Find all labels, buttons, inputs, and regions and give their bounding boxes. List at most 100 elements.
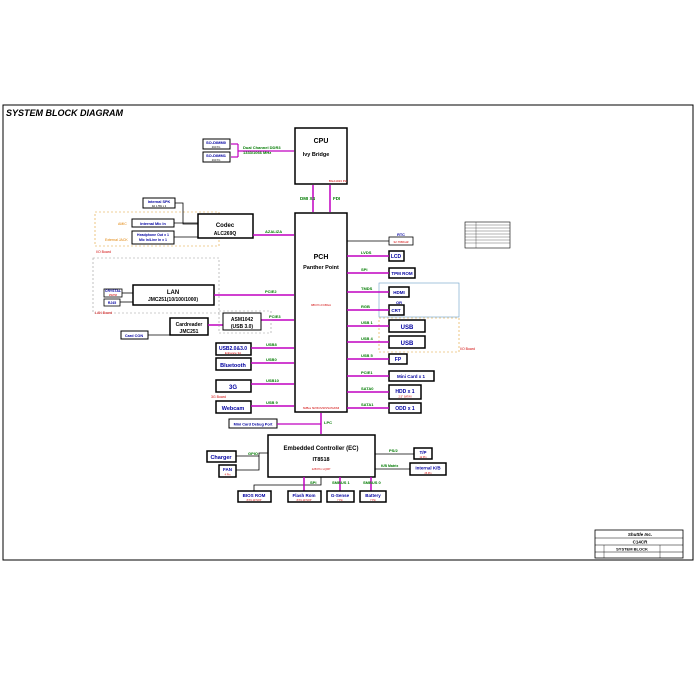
cardreader-block: Cardreader JMC251: [169, 317, 209, 336]
sheet-name: SYSTEM BLOCK: [616, 547, 648, 552]
kb-pin: 26 Pin: [424, 472, 432, 475]
hdd-spec: 2.5" SATAII: [398, 395, 411, 399]
tpm-label: TPM ROM: [391, 271, 412, 276]
fan-pin: 4 Pin: [225, 474, 231, 477]
rgb-label: RGB: [361, 304, 370, 309]
cardreader-name: Cardreader: [176, 322, 203, 328]
usb-combo-name: USB2.0&3.0: [219, 346, 247, 352]
cpu-name: CPU: [314, 138, 329, 145]
minicard-label: Mini Card x 1: [397, 374, 426, 379]
sodimm0-label: SO-DIMM0: [206, 140, 227, 145]
usb-combo-block: USB2.0&3.0: [215, 342, 252, 356]
lan-model: JMC251(10/100/1000): [148, 297, 198, 303]
webcam-label: Webcam: [222, 406, 245, 412]
revision-table: [464, 221, 511, 249]
debug-port-block: Mini Card Debug Port: [228, 418, 278, 429]
bios-spec: 8 Pin W-SOP: [247, 499, 262, 502]
bluetooth-label: Bluetooth: [220, 363, 246, 369]
usb8-label: USB8: [266, 342, 277, 347]
crt-label: CRT: [391, 308, 400, 313]
minicard-block: Mini Card x 1: [388, 370, 435, 382]
tp-pin: 12 Pin: [419, 456, 427, 459]
usb9-label: USB 9: [266, 400, 279, 405]
fp-label: FP: [395, 357, 402, 363]
amic-label: AMIC: [118, 222, 127, 226]
cpu-pins: BGA1023 Pin: [329, 179, 348, 183]
fan-label: FAN: [223, 467, 232, 472]
gsense-label: G-Sense: [331, 493, 350, 498]
gpio-label: GPIO: [248, 451, 258, 456]
ps2-label: PS/2: [389, 448, 398, 453]
gpio-line: [236, 452, 268, 457]
external-jack-label: External JACK: [105, 238, 128, 242]
cpu-model: Ivy Bridge: [303, 152, 330, 158]
fan-line: [236, 456, 260, 471]
3g-board-label: 3G Board: [211, 395, 226, 399]
ddr3-bus-lines: [231, 143, 294, 158]
asm-outline: [218, 310, 272, 334]
asm1042-block: ASM1042 (USB 3.0): [222, 312, 262, 331]
io-board-label-right: I/O Board: [460, 347, 475, 351]
fan-block: FAN 4 Pin: [218, 464, 237, 478]
rtc-freq: 32.768KHZ: [393, 240, 408, 244]
rj45-label: RJ45: [108, 301, 116, 305]
title-block: Shuttle Inc. C14CR SYSTEM BLOCK: [594, 529, 684, 559]
kb-label: Internal K/B: [415, 466, 441, 471]
debug-port-label: Mini Card Debug Port: [234, 423, 274, 427]
kb-matrix-label: K/B Matrix: [381, 464, 398, 468]
3g-label: 3G: [229, 385, 237, 391]
usb10-label: USB10: [266, 378, 280, 383]
tmds-label: TMDS: [361, 286, 373, 291]
usb-combo-sub: Enhance 3A: [225, 351, 241, 355]
bios-label: BIOS ROM: [243, 493, 266, 498]
bluetooth-block: Bluetooth: [215, 357, 252, 371]
asm-name: ASM1042: [231, 317, 253, 323]
micline-label: Mic In/Line In x 1: [139, 238, 167, 242]
spi-label: SPI: [361, 267, 367, 272]
mic-label: Internal Mic In: [140, 222, 166, 226]
lpc-label: LPC: [324, 420, 332, 425]
rj45-block: RJ45: [103, 298, 121, 307]
hdd-block: HDD x 1 2.5" SATAII: [388, 384, 422, 400]
spk-line: [175, 202, 198, 225]
pch-footer: SMBus SM BUS/SPI/SATA/DMI: [303, 406, 340, 410]
hdmi-block: HDMI: [388, 286, 410, 298]
sodimm1-pins: 204 Pin: [212, 159, 221, 162]
lcd-block: LCD: [388, 250, 405, 262]
usb-a-label: USB: [401, 325, 414, 331]
ec-spi-label: SPI: [310, 480, 316, 485]
gsense-block: G-Sense 7 Pin: [326, 490, 355, 503]
cardreader-model: JMC251: [180, 329, 199, 335]
cpu-pch-links: [312, 185, 331, 212]
gsense-spec: 7 Pin: [337, 499, 343, 502]
sata0-label: SATA0: [361, 386, 374, 391]
battery-block: Battery 7 Pin: [359, 490, 387, 503]
sata1-label: SATA1: [361, 402, 374, 407]
battery-spec: 7 Pin: [370, 499, 376, 502]
diagram-title: SYSTEM BLOCK DIAGRAM: [6, 108, 124, 118]
usb-b-label: USB: [401, 341, 414, 347]
flash-spec: 8 Pin W-SOP: [297, 499, 312, 502]
pch-name: PCH: [314, 254, 329, 261]
usb1-label: USB 1: [361, 320, 374, 325]
tpm-block: TPM ROM: [388, 267, 416, 279]
company-name: Shuttle Inc.: [628, 532, 652, 537]
hdmi-label: HDMI: [393, 290, 405, 295]
usb4-label: USB 4: [361, 336, 374, 341]
fdi-label: FDI: [333, 196, 340, 201]
charger-block: Charger: [206, 450, 237, 463]
pcie1-label: PCIE1: [361, 370, 373, 375]
ec-block: Embedded Controller (EC) IT8518 128 Pin …: [267, 434, 376, 478]
internal-spk-block: Internal SPK 4Ω 1.5W x 2: [142, 197, 176, 209]
usb-b-block: USB: [388, 335, 426, 349]
dmi-label: DMI X4: [300, 196, 316, 201]
sodimm0-block: SO-DIMM0 204 Pin: [202, 138, 231, 150]
odd-block: ODD x 1: [388, 402, 422, 414]
model-name: C14CR: [633, 540, 649, 545]
internal-mic-block: Internal Mic In: [131, 218, 175, 228]
bios-rom-block: BIOS ROM 8 Pin W-SOP: [237, 490, 272, 503]
codec-name: Codec: [216, 223, 235, 229]
spk-spec: 4Ω 1.5W x 2: [152, 204, 167, 208]
ec-pkg: 128 Pin LQFP: [312, 467, 331, 471]
crystal-freq: 25MHZ: [109, 294, 118, 297]
